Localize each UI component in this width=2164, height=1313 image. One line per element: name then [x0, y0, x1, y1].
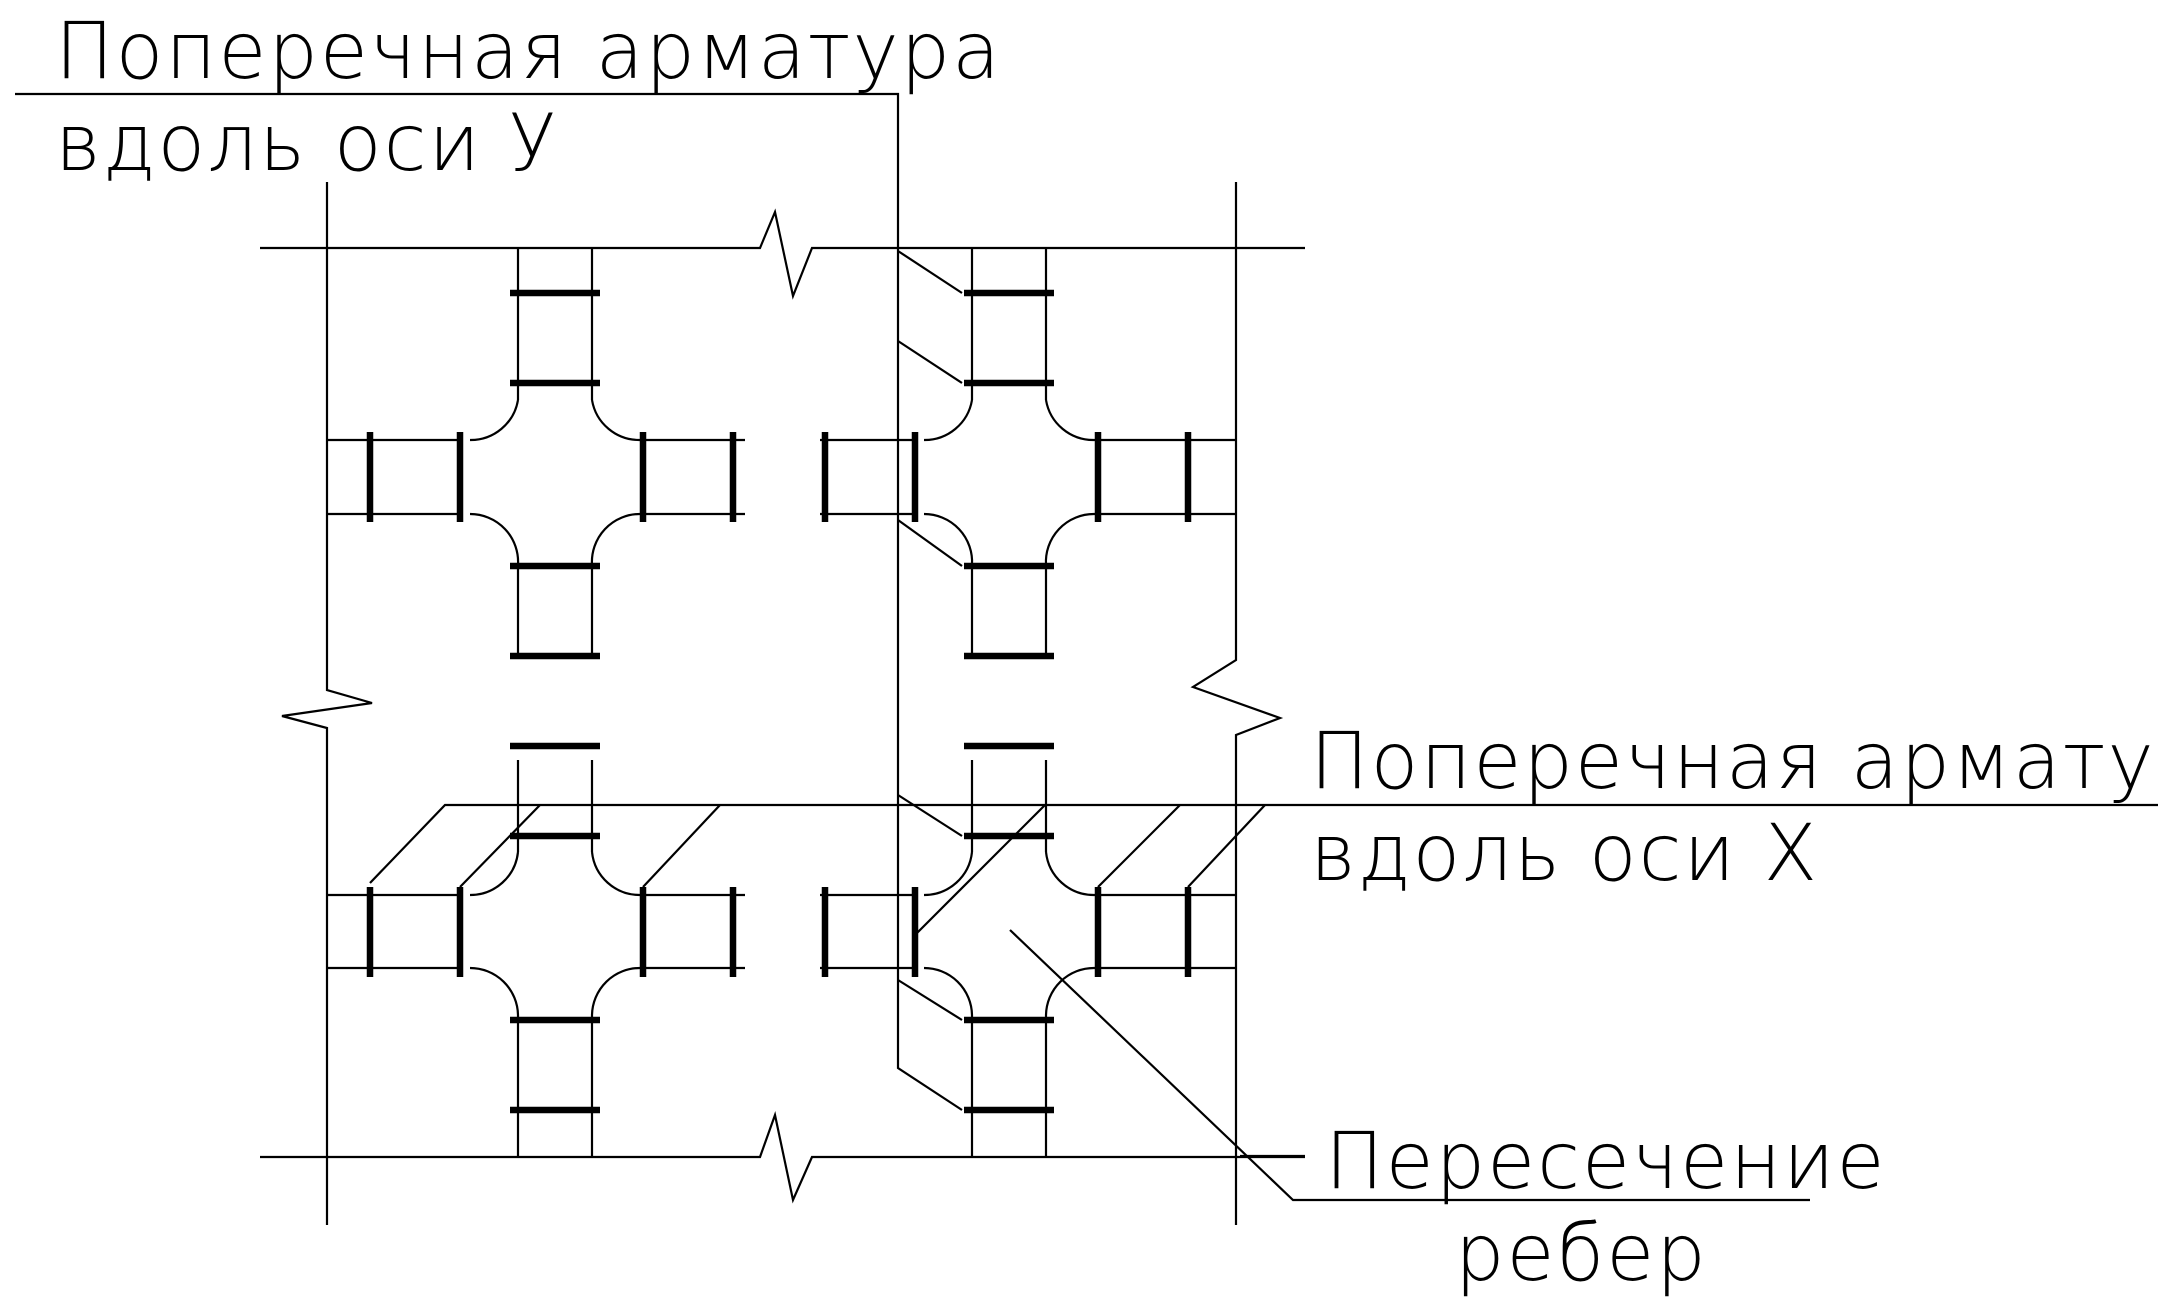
leader-transverse-y [15, 92, 963, 1111]
left-edge-line [281, 182, 373, 1225]
label-rib-intersection: Пересечение ребер [1325, 1117, 1886, 1299]
label-transverse-y-line1: Поперечная арматура [55, 7, 1002, 97]
leader-transverse-x [369, 803, 2158, 936]
right-edge-line [1190, 182, 1284, 1225]
label-rib-intersection-line1: Пересечение [1325, 1117, 1886, 1207]
label-rib-intersection-line2: ребер [1455, 1209, 1708, 1299]
label-transverse-y-line2: вдоль оси У [55, 99, 558, 189]
bottom-edge-line [260, 1110, 1305, 1204]
slab-outline [260, 182, 1305, 1225]
leader-rib-intersection [1009, 929, 1810, 1202]
label-transverse-x-line1: Поперечная арматура [1310, 717, 2164, 807]
label-transverse-x-line2: вдоль оси Х [1310, 809, 1819, 899]
label-transverse-y: Поперечная арматура вдоль оси У [55, 7, 1002, 189]
label-transverse-x: Поперечная арматура вдоль оси Х [1310, 717, 2164, 899]
reinforcement-bars [366, 289, 1192, 1114]
ribs [327, 248, 1236, 1157]
top-edge-line [260, 208, 1305, 300]
